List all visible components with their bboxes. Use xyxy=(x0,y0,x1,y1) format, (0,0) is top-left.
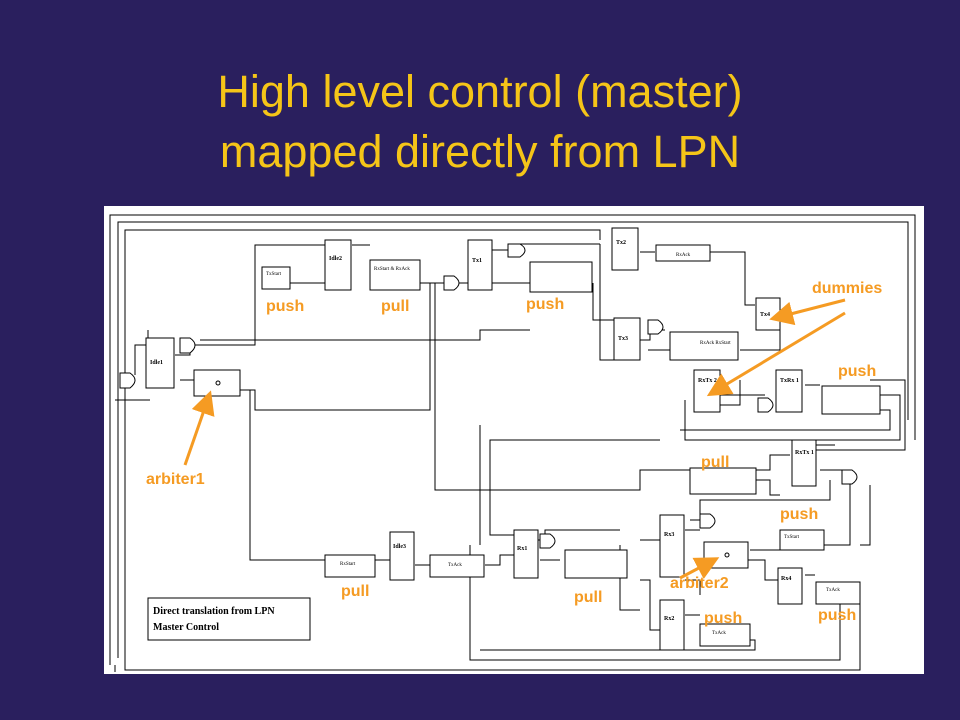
caption-line-2: Master Control xyxy=(153,622,219,633)
block-tx4: Tx4 xyxy=(760,312,770,318)
block-txrx1: TxRx 1 xyxy=(780,378,799,384)
caption-line-1: Direct translation from LPN xyxy=(153,606,275,617)
block-idle2: Idle2 xyxy=(329,256,342,262)
block-txstart-right: TxStart xyxy=(784,535,800,540)
slide-title: High level control (master) mapped direc… xyxy=(0,62,960,182)
block-txack-bottom: TxAck xyxy=(448,563,462,568)
block-rxack-tx3: RxAck RxStart xyxy=(700,341,731,346)
label-push-5: push xyxy=(704,610,742,627)
wiring xyxy=(109,214,916,672)
logic-blocks: Idle1 TxStart Idle2 RxStart & RxAck Tx1 … xyxy=(119,227,881,651)
label-pull-1: pull xyxy=(381,298,409,315)
block-rxtx1: RxTx 1 xyxy=(795,450,814,456)
block-rx2: Rx2 xyxy=(664,616,674,622)
block-idle3: Idle3 xyxy=(393,544,406,550)
annotation-arrows xyxy=(183,298,846,580)
label-push-2: push xyxy=(526,296,564,313)
title-line-1: High level control (master) xyxy=(217,66,743,117)
block-idle1: Idle1 xyxy=(150,360,163,366)
label-arbiter2: arbiter2 xyxy=(670,575,729,592)
label-pull-4: pull xyxy=(574,589,602,606)
block-txack-rx2: TxAck xyxy=(712,631,726,636)
block-txack-right: TxAck xyxy=(826,588,840,593)
block-rxtx2: RxTx 2 xyxy=(698,378,717,384)
block-rx3: Rx3 xyxy=(664,532,674,538)
label-arbiter1: arbiter1 xyxy=(146,471,205,488)
caption-box: Direct translation from LPN Master Contr… xyxy=(147,597,311,641)
block-tx2: Tx2 xyxy=(616,240,626,246)
block-rx1: Rx1 xyxy=(517,546,527,552)
label-pull-3: pull xyxy=(341,583,369,600)
annotation-labels: push pull push dummies push arbiter1 pul… xyxy=(146,280,882,627)
block-rx4: Rx4 xyxy=(781,576,791,582)
label-push-4: push xyxy=(780,506,818,523)
block-tx3: Tx3 xyxy=(618,336,628,342)
label-dummies: dummies xyxy=(812,280,882,297)
block-txstart-top: TxStart xyxy=(266,272,282,277)
title-line-2: mapped directly from LPN xyxy=(219,126,741,177)
block-rxstart-rxack: RxStart & RxAck xyxy=(374,267,410,272)
block-rxstart-bottom: RxStart xyxy=(340,562,356,567)
block-tx1: Tx1 xyxy=(472,258,482,264)
label-push-6: push xyxy=(818,607,856,624)
label-pull-2: pull xyxy=(701,454,729,471)
label-push-3: push xyxy=(838,363,876,380)
block-rxack-top: RxAck xyxy=(676,253,691,258)
label-push-1: push xyxy=(266,298,304,315)
